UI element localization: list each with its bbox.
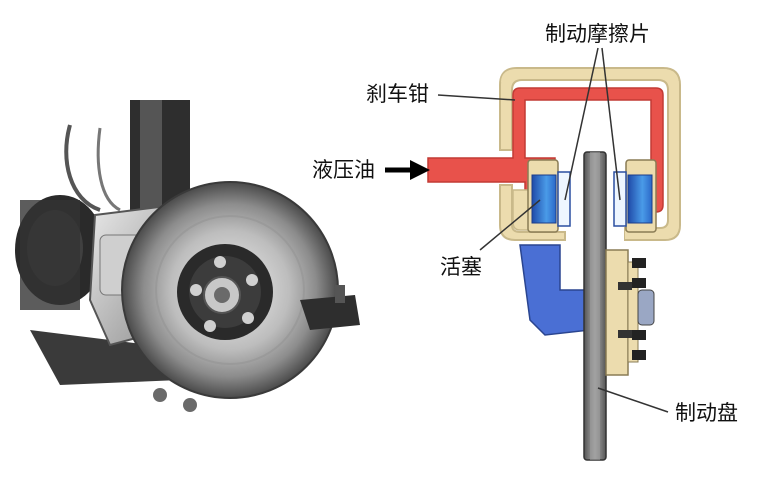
pad-leader-left — [564, 47, 599, 201]
piston-leader — [479, 199, 541, 251]
caliper-leader — [437, 94, 516, 101]
wheel-hub — [605, 249, 629, 376]
fluid-channel — [427, 87, 664, 213]
label-brake-disc: 制动盘 — [675, 401, 738, 425]
label-hydraulic-oil: 液压油 — [312, 158, 375, 182]
label-piston: 活塞 — [440, 255, 482, 279]
arrow-right-icon — [385, 160, 430, 180]
brake-schematic — [385, 47, 681, 461]
label-caliper: 刹车钳 — [366, 82, 429, 106]
label-brake-pads: 制动摩擦片 — [545, 22, 650, 46]
knuckle-bracket — [519, 244, 591, 336]
pad-leader-right — [601, 47, 621, 201]
brake-pad-left — [557, 171, 571, 227]
disc-leader — [597, 387, 669, 413]
disc-brake-assembly-photo — [15, 100, 360, 412]
